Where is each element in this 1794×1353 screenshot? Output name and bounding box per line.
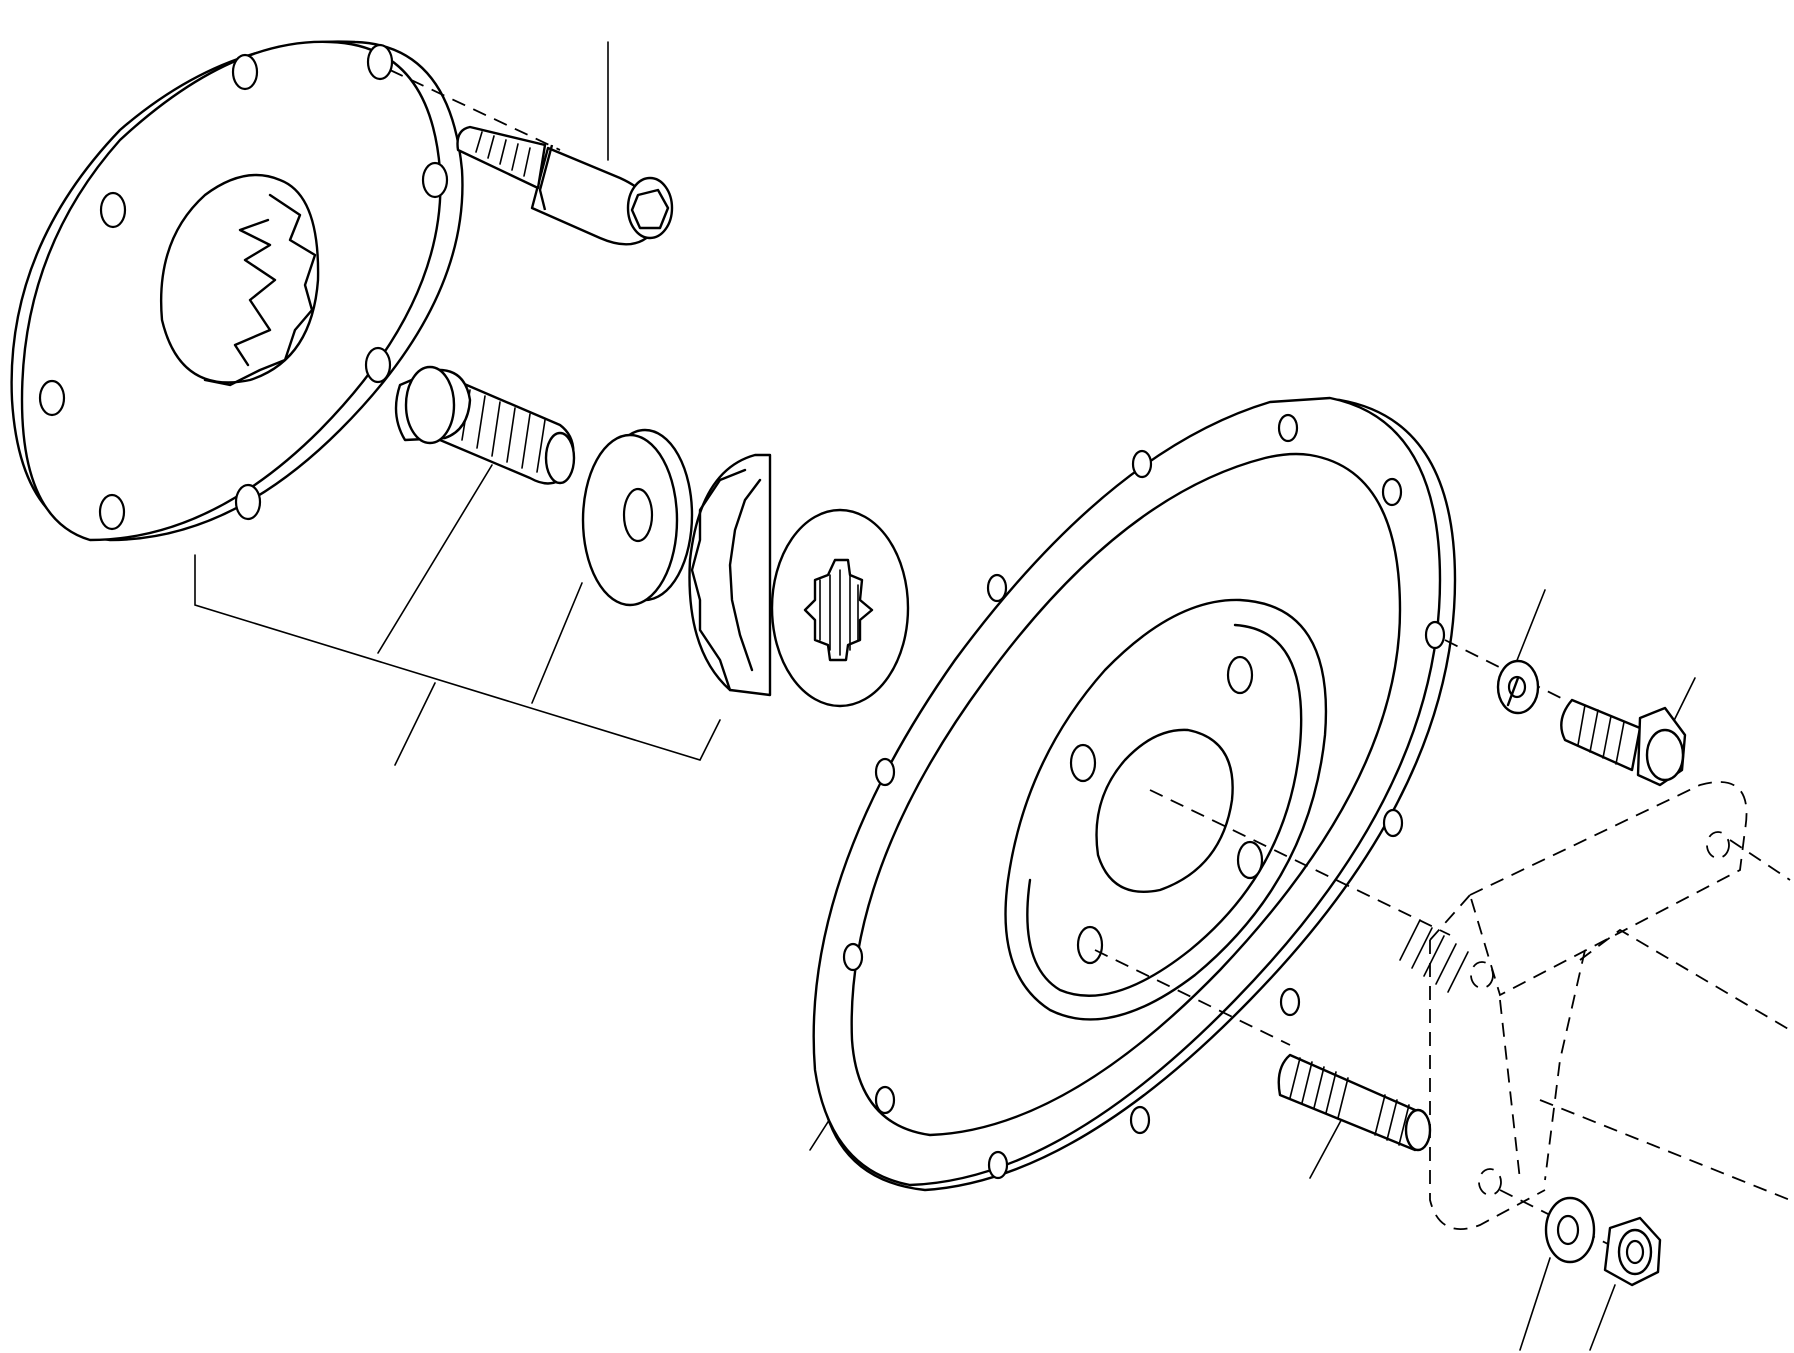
rim-hole — [874, 757, 896, 787]
hub-hole — [1236, 840, 1264, 880]
disc-hole — [99, 191, 127, 229]
axis-line-stud — [1094, 949, 1291, 1046]
rim-hole — [1129, 1105, 1151, 1135]
disc-hole — [364, 346, 392, 384]
flex-coupling-disc — [10, 40, 464, 542]
hub-hole — [1226, 655, 1254, 695]
disc-hole — [98, 493, 126, 531]
leader-lines — [194, 41, 1696, 1351]
disc-hole — [366, 43, 394, 81]
disc-hole — [231, 53, 259, 91]
axis-line-upper-screw — [389, 69, 561, 151]
rim-hole — [1277, 413, 1299, 443]
disc-hole — [38, 379, 66, 417]
rim-hole — [986, 573, 1008, 603]
pump-housing-phantom — [1399, 781, 1791, 1230]
lock-washer — [1496, 659, 1540, 715]
rim-hole — [842, 942, 864, 972]
splined-hub — [688, 453, 910, 708]
flywheel-adapter-plate — [812, 396, 1457, 1192]
flat-washer — [1544, 1196, 1596, 1264]
rim-hole — [1382, 808, 1404, 838]
rim-hole — [874, 1085, 896, 1115]
washer — [581, 428, 694, 607]
cap-screw-upper — [456, 125, 674, 246]
hub-hole — [1069, 743, 1097, 783]
rim-hole — [1279, 987, 1301, 1017]
axis-line-center — [1149, 789, 1451, 936]
cap-screw-lower — [394, 365, 576, 485]
hex-nut — [1603, 1216, 1662, 1287]
rim-hole — [1131, 449, 1153, 479]
hex-bolt — [1560, 698, 1687, 787]
stud — [1277, 1053, 1432, 1152]
rim-hole — [1381, 477, 1403, 507]
hub-hole — [1076, 925, 1104, 965]
disc-hole — [234, 483, 262, 521]
disc-hole — [421, 161, 449, 199]
rim-hole — [1424, 620, 1446, 650]
rim-hole — [987, 1150, 1009, 1180]
